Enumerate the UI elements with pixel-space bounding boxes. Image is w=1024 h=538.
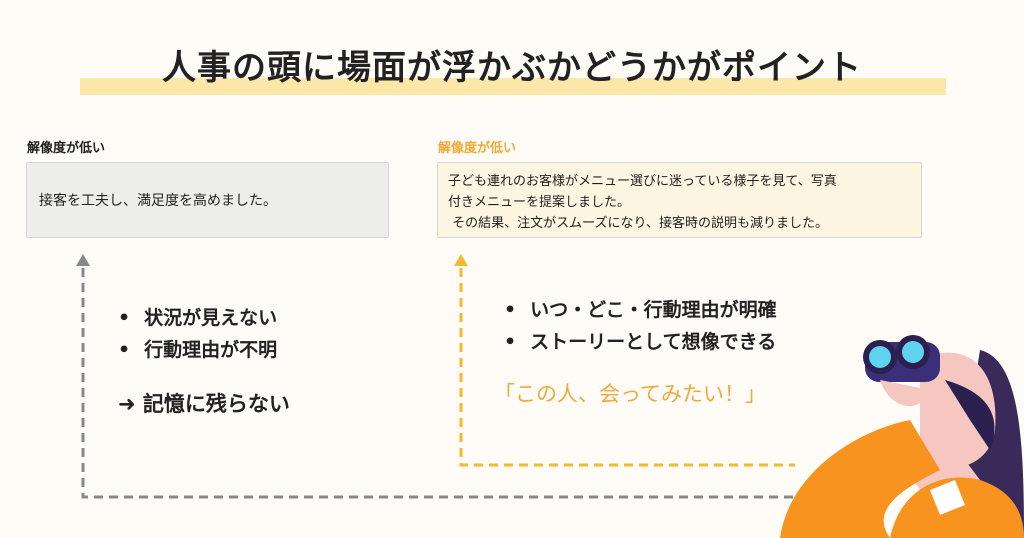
bullet-item: いつ・どこ・行動理由が明確 [504, 294, 776, 326]
bullet-item: 状況が見えない [118, 302, 277, 334]
low-res-example-text: 接客を工夫し、満足度を高めました。 [39, 193, 277, 209]
title-highlight [80, 78, 946, 95]
yellow-dashed-arrow [454, 254, 795, 467]
example-line: その結果、注文がスムーズになり、接客時の説明も減りました。 [448, 216, 828, 231]
right-label: 解像度が低い [438, 141, 517, 156]
left-bullets: 状況が見えない 行動理由が不明 [118, 302, 277, 366]
example-line: 付きメニューを提案しました。 [448, 195, 631, 210]
bullet-item: ストーリーとして想像できる [504, 326, 777, 358]
page-title: 人事の頭に場面が浮かぶかどうかがポイント [162, 48, 862, 88]
bullet-item: 行動理由が不明 [118, 334, 277, 366]
low-res-example-box: 接客を工夫し、満足度を高めました。 [26, 162, 389, 238]
right-bullets: いつ・どこ・行動理由が明確 ストーリーとして想像できる [504, 294, 777, 358]
left-label: 解像度が低い [27, 141, 106, 156]
high-res-example-box: 子ども連れのお客様がメニュー選びに迷っている様子を見て、写真 付きメニューを提案… [437, 162, 922, 238]
quote: 「この人、会ってみたい！」 [494, 382, 766, 406]
left-conclusion: ➜ 記憶に残らない [118, 392, 290, 416]
example-line: 子ども連れのお客様がメニュー選びに迷っている様子を見て、写真 [448, 174, 837, 189]
woman-with-binoculars-illustration [780, 335, 1024, 538]
gray-dashed-arrow [76, 254, 795, 499]
